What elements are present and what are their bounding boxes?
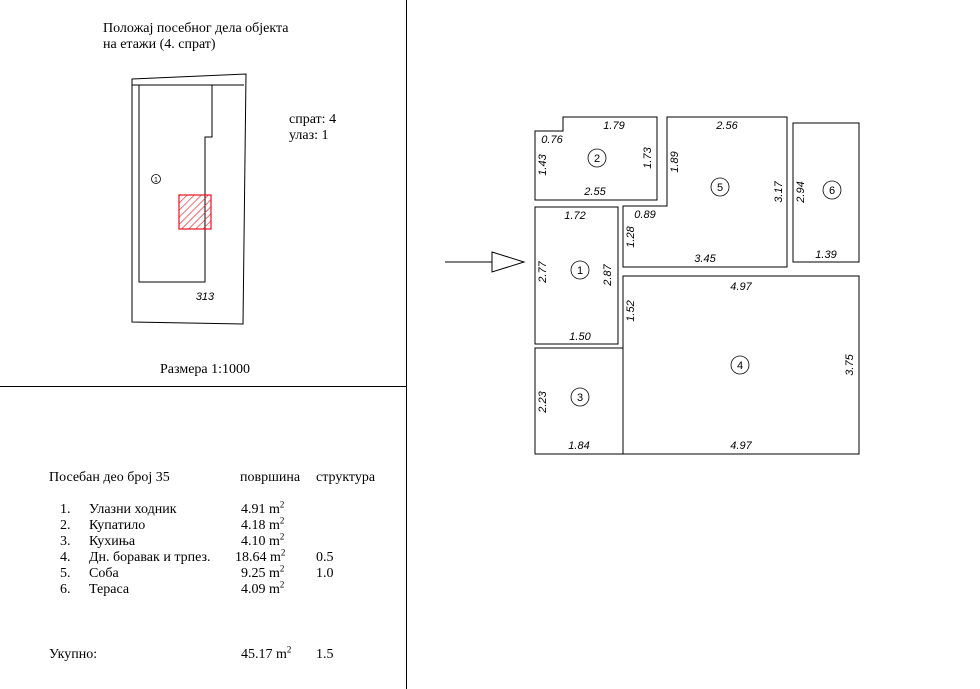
room-3-outline bbox=[534, 347, 624, 455]
scale-label: Размера 1:1000 bbox=[160, 362, 251, 377]
room-5-outline bbox=[622, 116, 788, 268]
room-1-outline bbox=[534, 206, 619, 345]
row-name: Дн. боравак и трпез. bbox=[89, 550, 211, 565]
dim-label: 4.97 bbox=[730, 281, 752, 293]
dim-label: 1.50 bbox=[569, 331, 591, 343]
row-num: 2. bbox=[60, 518, 71, 533]
dim-label: 1.72 bbox=[564, 210, 585, 222]
dim-label: 2.23 bbox=[537, 390, 549, 413]
room-6-outline bbox=[792, 122, 860, 263]
row-num: 5. bbox=[60, 566, 71, 581]
room-1-marker bbox=[570, 260, 590, 280]
room-1-number: 1 bbox=[577, 265, 583, 277]
horizontal-divider bbox=[0, 386, 407, 387]
total-structure: 1.5 bbox=[316, 647, 334, 662]
dim-label: 0.76 bbox=[541, 134, 563, 146]
col-area-header: површина bbox=[240, 470, 301, 485]
row-name: Соба bbox=[89, 566, 119, 581]
room-2-number: 2 bbox=[594, 153, 600, 165]
row-name: Кухиња bbox=[89, 534, 136, 549]
total-area: 45.17 m2 bbox=[241, 644, 292, 662]
row-num: 6. bbox=[60, 582, 71, 597]
row-structure: 1.0 bbox=[316, 566, 334, 581]
entrance-label: улаз: 1 bbox=[289, 128, 329, 143]
dim-label: 2.94 bbox=[795, 181, 807, 203]
room-5-number: 5 bbox=[717, 182, 723, 194]
dim-label: 1.73 bbox=[642, 146, 654, 168]
row-area: 9.25 m2 bbox=[241, 563, 285, 581]
room-3-number: 3 bbox=[577, 392, 583, 404]
row-area: 18.64 m2 bbox=[235, 547, 286, 565]
parcel-number: 313 bbox=[196, 291, 215, 303]
row-area: 4.91 m2 bbox=[241, 499, 285, 517]
vertical-divider bbox=[406, 0, 407, 689]
room-3-marker bbox=[570, 387, 590, 407]
dim-label: 1.84 bbox=[568, 440, 589, 452]
row-name: Тераса bbox=[89, 582, 130, 597]
total-label: Укупно: bbox=[49, 647, 98, 662]
dim-label: 1.43 bbox=[537, 153, 549, 175]
row-name: Улазни ходник bbox=[89, 502, 177, 517]
building-number-circle bbox=[151, 174, 161, 184]
table-heading: Посебан део број 35 bbox=[49, 470, 170, 485]
dim-label: 3.75 bbox=[844, 353, 856, 375]
dim-label: 4.97 bbox=[730, 440, 752, 452]
room-6-marker bbox=[822, 180, 842, 200]
room-4-number: 4 bbox=[737, 360, 743, 372]
arrow-icon bbox=[445, 251, 526, 273]
row-area: 4.09 m2 bbox=[241, 579, 285, 597]
dim-label: 2.55 bbox=[583, 186, 606, 198]
unit-position-highlight bbox=[178, 194, 212, 230]
col-structure-header: структура bbox=[316, 470, 376, 485]
parcel-outline bbox=[131, 73, 247, 325]
row-structure: 0.5 bbox=[316, 550, 334, 565]
row-area: 4.18 m2 bbox=[241, 515, 285, 533]
room-2-outline bbox=[534, 116, 658, 201]
room-2-marker bbox=[587, 148, 607, 168]
row-name: Купатило bbox=[89, 518, 146, 533]
dim-label: 1.39 bbox=[815, 249, 836, 261]
dim-label: 3.17 bbox=[773, 180, 785, 202]
site-plan: 1 313 bbox=[131, 73, 247, 325]
dim-label: 1.28 bbox=[625, 225, 637, 247]
dim-label: 1.79 bbox=[603, 120, 624, 132]
row-area: 4.10 m2 bbox=[241, 531, 285, 549]
room-4-marker bbox=[730, 355, 750, 375]
room-6-number: 6 bbox=[829, 185, 835, 197]
dim-label: 2.87 bbox=[602, 263, 614, 286]
dim-label: 3.45 bbox=[694, 253, 716, 265]
dim-label: 2.77 bbox=[537, 260, 549, 283]
location-title-line1: Положај посебног дела објекта bbox=[103, 21, 289, 36]
row-num: 4. bbox=[60, 550, 71, 565]
row-num: 3. bbox=[60, 534, 71, 549]
dim-label: 1.89 bbox=[669, 151, 681, 172]
dim-label: 1.52 bbox=[625, 300, 637, 321]
room-5-marker bbox=[710, 177, 730, 197]
building-number: 1 bbox=[154, 177, 158, 184]
row-num: 1. bbox=[60, 502, 71, 517]
floor-label: спрат: 4 bbox=[289, 112, 337, 127]
dim-label: 2.56 bbox=[715, 120, 738, 132]
dim-label: 0.89 bbox=[634, 209, 655, 221]
location-title-line2: на етажи (4. спрат) bbox=[103, 37, 216, 52]
